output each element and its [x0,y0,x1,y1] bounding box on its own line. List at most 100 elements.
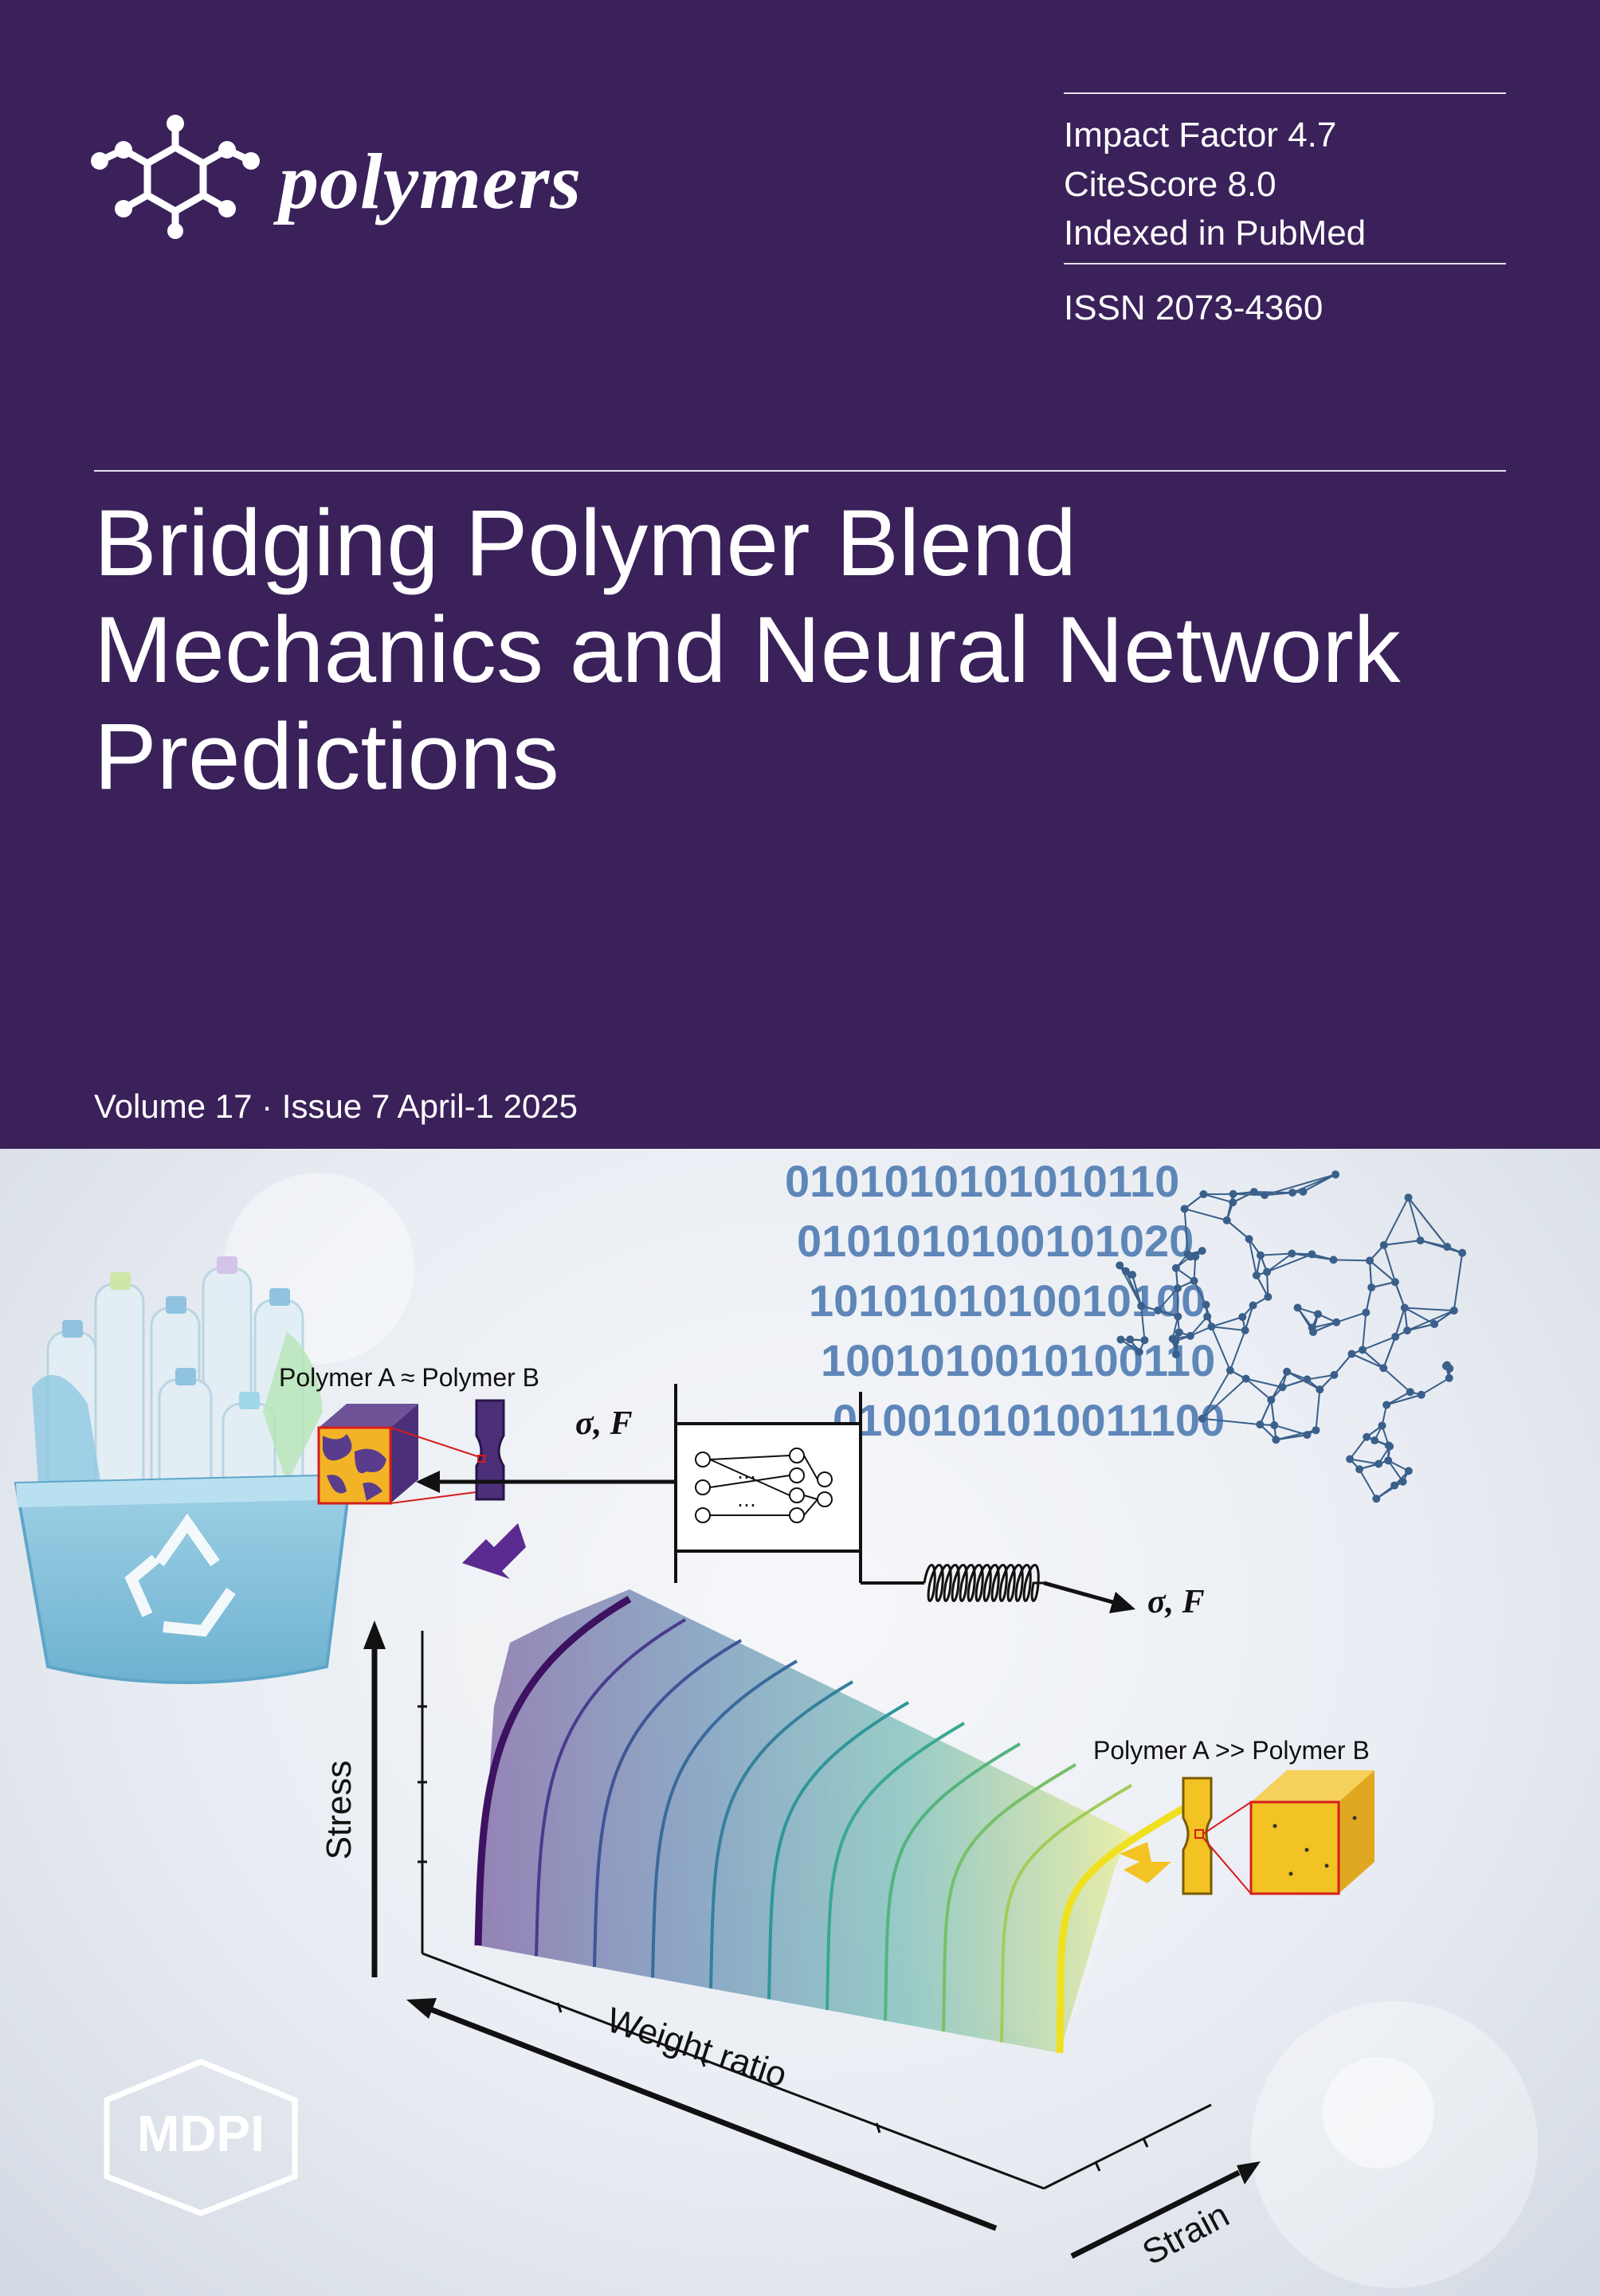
svg-text:⋯: ⋯ [737,1467,756,1488]
network-node [1256,1251,1265,1260]
binary-code: 0101010101010110 0101010100101020 101010… [785,1156,1225,1445]
title-line: Predictions [94,704,559,809]
recycling-basket-icon [14,1256,353,1684]
network-edge [1387,1459,1404,1483]
network-node [1288,1249,1296,1258]
network-node [1222,1216,1231,1224]
network-node [1272,1436,1280,1444]
network-edge [1362,1349,1384,1369]
network-node [1358,1346,1367,1354]
network-edge [1190,1315,1208,1337]
network-edge [1264,1173,1336,1197]
stress-strain-curve [884,1742,1022,2021]
stress-strain-curve [1000,1784,1133,2043]
network-edge [1361,1312,1367,1350]
network-edge [1270,1400,1276,1426]
network-node [1391,1332,1400,1341]
network-node [1264,1292,1273,1301]
network-edge [1362,1335,1396,1351]
network-node [1403,1326,1412,1335]
network-node [1406,1388,1414,1397]
strain-axis [1070,2169,1241,2259]
network-node [1330,1370,1339,1379]
network-edge [1382,1367,1411,1393]
network-edge [1369,1260,1396,1283]
network-edge [1266,1271,1269,1297]
network-edge [1421,1377,1450,1396]
network-edge [1210,1326,1231,1371]
network-edge [1265,1191,1293,1197]
network-edge [1382,1197,1410,1246]
network-edge [1312,1321,1337,1333]
network-node [1379,1240,1388,1249]
network-node [1252,1271,1261,1279]
network-node [1283,1367,1292,1376]
binary-line: 1010101010010100 [809,1275,1206,1326]
network-node [1263,1268,1272,1276]
cover-illustration: 0101010101010110 0101010100101020 101010… [14,1156,1538,2288]
network-edge [1386,1391,1411,1406]
network-edge [1140,1306,1146,1341]
network-node [1174,1312,1182,1321]
network-edge [1406,1310,1455,1332]
network-node [1171,1337,1180,1346]
network-node [1203,1312,1212,1321]
network-edge [1266,1252,1292,1273]
binary-line: 1001010010100110 [821,1335,1215,1385]
network-node [1390,1481,1399,1490]
citescore: CiteScore 8.0 [1064,165,1276,204]
impact-factor: Impact Factor 4.7 [1064,116,1337,155]
network-node [1390,1278,1399,1287]
bokeh [1323,2057,1434,2169]
network-edge [1229,1330,1246,1371]
network-node [1386,1442,1394,1451]
network-node [1449,1307,1458,1315]
stress-strain-curve [767,1701,910,2000]
network-edge [1382,1244,1396,1283]
journal-name: polymers [279,137,582,225]
network-edge [1292,1173,1336,1193]
blend-cube-icon [317,1404,483,1505]
network-edge [1453,1252,1464,1311]
sigma-f-left: σ, F [575,1405,633,1442]
network-edge [1245,1377,1272,1401]
network-node [1261,1191,1269,1200]
network-node [1404,1193,1413,1202]
network-edge [1307,1373,1335,1381]
network-edge [1184,1193,1205,1210]
stress-strain-curve [474,1596,632,1946]
network-node [1183,1250,1192,1259]
network-node [1116,1261,1124,1270]
mdpi-logo-icon: MDPI [104,2059,298,2216]
stress-strain-curve [1056,1803,1190,2054]
network-edge [1335,1311,1367,1323]
network-node [1404,1467,1413,1475]
network-node [1314,1310,1323,1318]
network-node [1332,1318,1341,1326]
network-node [1249,1188,1258,1197]
network-node [1367,1283,1376,1292]
network-edge [1333,1353,1353,1376]
network-node [1241,1374,1250,1383]
network-edge [1193,1280,1207,1306]
network-node [1198,1247,1206,1256]
network-node [1378,1421,1386,1430]
network-node [1303,1375,1312,1384]
network-edge [1201,1369,1231,1420]
network-node [1384,1456,1393,1465]
svg-text:⋯: ⋯ [737,1495,756,1516]
network-edge [1349,1458,1379,1465]
network-node [1229,1198,1237,1207]
network-node [1312,1426,1320,1435]
weight-ratio-axis [429,2006,998,2231]
network-edge [1211,1326,1245,1331]
network-edge [1259,1399,1273,1425]
network-node [1347,1350,1356,1358]
network-node [1303,1431,1312,1440]
network-edge [1369,1260,1373,1288]
metrics-mid-rule [1064,263,1506,264]
stress-strain-curve [942,1763,1077,2032]
network-edge [1248,1239,1257,1276]
network-node [1299,1187,1308,1196]
stress-strain-curve [593,1639,743,1968]
